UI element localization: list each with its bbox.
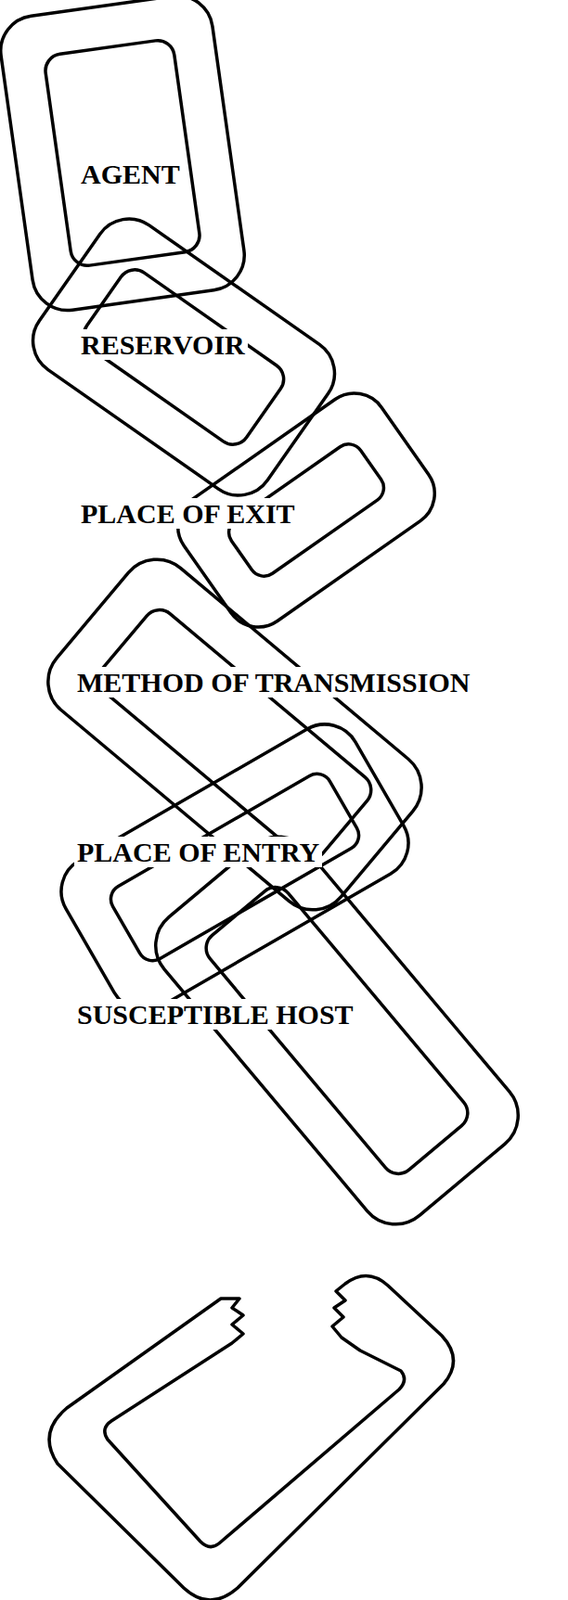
chain-link: PLACE OF EXIT	[77, 498, 298, 530]
chain-link: RESERVOIR	[77, 329, 248, 361]
chain-link: PLACE OF ENTRY	[74, 837, 323, 868]
chain-link-outline	[19, 205, 349, 510]
link-label: METHOD OF TRANSMISSION	[74, 667, 473, 698]
link-label: PLACE OF ENTRY	[74, 837, 323, 868]
broken-link	[49, 1276, 453, 1600]
chain-link-outline	[48, 711, 422, 1024]
chain-link: AGENT	[77, 158, 183, 190]
link-label: AGENT	[77, 158, 183, 190]
chain-link-outline	[33, 544, 438, 926]
chain-link-outline	[140, 822, 533, 1240]
chain-link: METHOD OF TRANSMISSION	[74, 667, 473, 698]
link-label: RESERVOIR	[77, 329, 248, 361]
link-label: SUSCEPTIBLE HOST	[74, 999, 357, 1031]
chain-link: SUSCEPTIBLE HOST	[74, 999, 357, 1031]
link-label: PLACE OF EXIT	[77, 498, 298, 530]
